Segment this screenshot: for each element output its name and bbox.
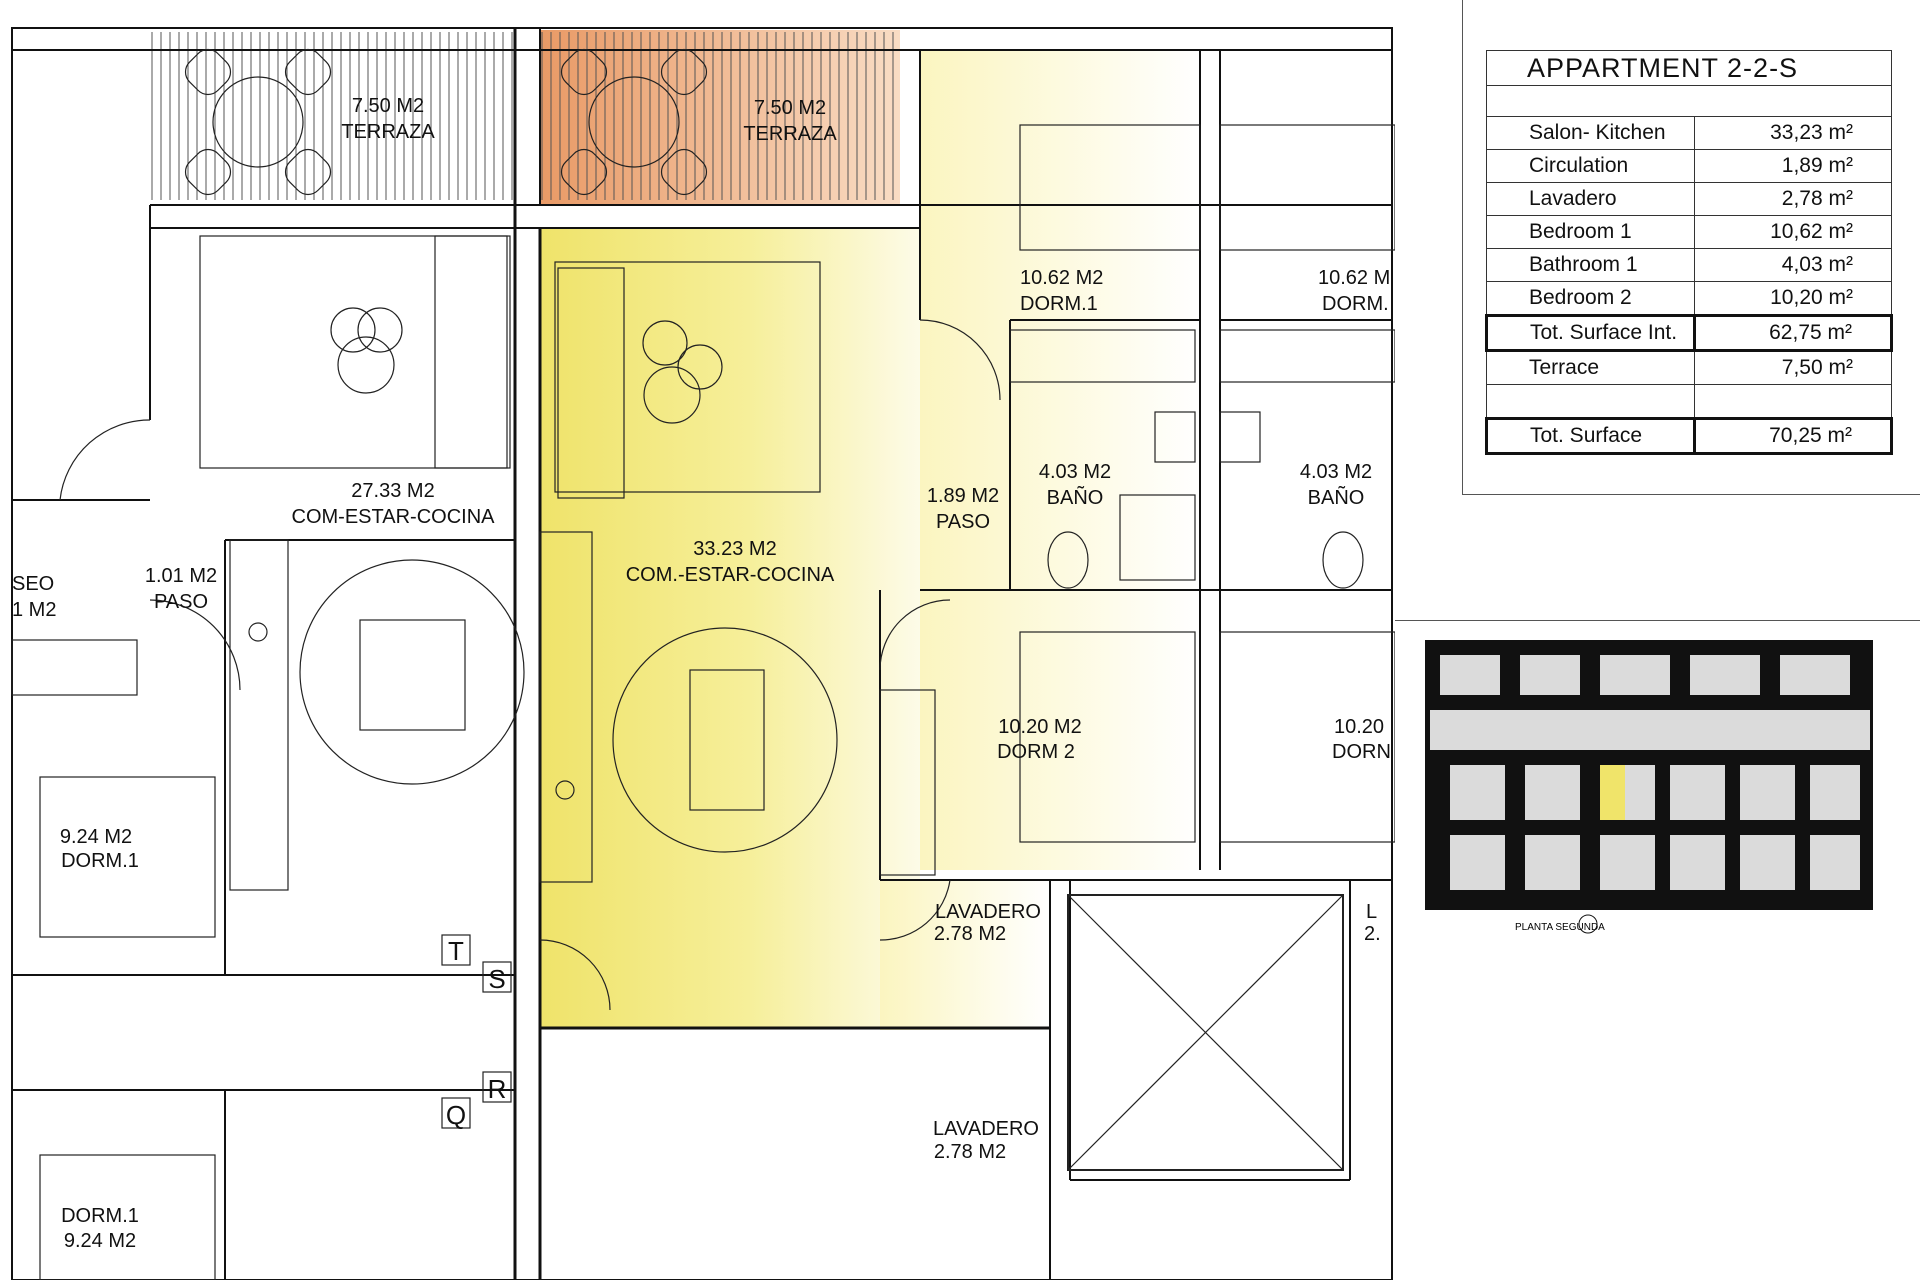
lav-c-name: L xyxy=(1366,901,1377,923)
area-value: 10,62 m² xyxy=(1694,215,1892,249)
area-value: 33,23 m² xyxy=(1694,116,1892,150)
area-value: 7,50 m² xyxy=(1694,350,1892,385)
room-labels: 7.50 M2 TERRAZA 7.50 M2 TERRAZA 27.33 M2… xyxy=(12,95,1391,1252)
stair-s: S xyxy=(488,964,505,994)
paso-left-name: PASO xyxy=(154,591,208,613)
key-plan-caption: PLANTA SEGUNDA xyxy=(1515,922,1605,933)
aseo-name: SEO xyxy=(12,573,54,595)
bano-name: BAÑO xyxy=(1047,485,1104,509)
floor-plan: 7.50 M2 TERRAZA 7.50 M2 TERRAZA 27.33 M2… xyxy=(11,27,1395,1280)
lavadero-main-name: LAVADERO xyxy=(935,901,1041,923)
area-table-spacer xyxy=(1486,85,1892,117)
area-label: Tot. Surface xyxy=(1485,417,1696,455)
area-value: 1,89 m² xyxy=(1694,149,1892,183)
area-label: Bathroom 1 xyxy=(1486,248,1695,282)
dorm1b-area: 10.62 M xyxy=(1318,267,1390,289)
furniture xyxy=(11,48,1395,1280)
dorm-left-name: DORM.1 xyxy=(61,850,139,872)
lavadero-main-area: 2.78 M2 xyxy=(934,923,1006,945)
aseo-area: 1 M2 xyxy=(12,599,56,621)
paso-main-name: PASO xyxy=(936,511,990,533)
key-plan: PLANTA SEGUNDA xyxy=(1425,640,1873,934)
terraza-right-area: 7.50 M2 xyxy=(754,97,826,119)
area-value: 4,03 m² xyxy=(1694,248,1892,282)
salon-main-name: COM.-ESTAR-COCINA xyxy=(626,564,835,586)
area-label: Tot. Surface Int. xyxy=(1485,314,1696,352)
stair-r: R xyxy=(488,1074,507,1104)
area-value: 62,75 m² xyxy=(1693,314,1893,352)
key-plan-apartment-marker xyxy=(1600,765,1625,820)
dorm-left2-name: DORM.1 xyxy=(61,1205,139,1227)
area-label: Bedroom 2 xyxy=(1486,281,1695,316)
stair-q: Q xyxy=(446,1100,466,1130)
terraza-left-area: 7.50 M2 xyxy=(352,95,424,117)
stair-t: T xyxy=(448,936,464,966)
lavadero-b-name: LAVADERO xyxy=(933,1118,1039,1140)
dorm2b-name: DORN xyxy=(1332,741,1391,763)
salon-left-area: 27.33 M2 xyxy=(351,480,434,502)
key-plan-frame xyxy=(1395,620,1920,1281)
area-table-row: Tot. Surface Int.62,75 m² xyxy=(1485,314,1893,352)
lavadero-fill xyxy=(880,880,1050,1030)
area-label: Lavadero xyxy=(1486,182,1695,216)
paso-left-area: 1.01 M2 xyxy=(145,565,217,587)
lav-c-area: 2. xyxy=(1364,923,1381,945)
area-label xyxy=(1486,384,1695,419)
terraza-left-name: TERRAZA xyxy=(341,121,435,143)
terraza-fill xyxy=(540,30,900,205)
bano-b-area: 4.03 M2 xyxy=(1300,461,1372,483)
dorm1-name: DORM.1 xyxy=(1020,293,1098,315)
area-label: Terrace xyxy=(1486,350,1695,385)
dorm2-area: 10.20 M2 xyxy=(998,716,1081,738)
area-value: 70,25 m² xyxy=(1693,417,1893,455)
area-label: Bedroom 1 xyxy=(1486,215,1695,249)
area-label: Circulation xyxy=(1486,149,1695,183)
bano-b-name: BAÑO xyxy=(1308,485,1365,509)
terraza-decking xyxy=(151,32,894,200)
dorm1-area: 10.62 M2 xyxy=(1020,267,1103,289)
area-table-frame xyxy=(1462,0,1920,495)
salon-left-name: COM-ESTAR-COCINA xyxy=(292,506,496,528)
salon-main-area: 33.23 M2 xyxy=(693,538,776,560)
dorm1b-name: DORM. xyxy=(1322,293,1389,315)
terraza-right-name: TERRAZA xyxy=(743,123,837,145)
area-label: Salon- Kitchen xyxy=(1486,116,1695,150)
paso-main-area: 1.89 M2 xyxy=(927,485,999,507)
dorm2-name: DORM 2 xyxy=(997,741,1075,763)
bano-area: 4.03 M2 xyxy=(1039,461,1111,483)
area-value: 2,78 m² xyxy=(1694,182,1892,216)
area-table-title: APPARTMENT 2-2-S xyxy=(1486,50,1892,86)
dorm-left-area: 9.24 M2 xyxy=(60,826,132,848)
dorm-left2-area: 9.24 M2 xyxy=(64,1230,136,1252)
dorm2-fill xyxy=(920,590,1200,870)
area-table-row xyxy=(1486,384,1892,419)
lavadero-b-area: 2.78 M2 xyxy=(934,1141,1006,1163)
dorm2b-area: 10.20 xyxy=(1334,716,1384,738)
area-value: 10,20 m² xyxy=(1694,281,1892,316)
area-value xyxy=(1694,384,1892,419)
